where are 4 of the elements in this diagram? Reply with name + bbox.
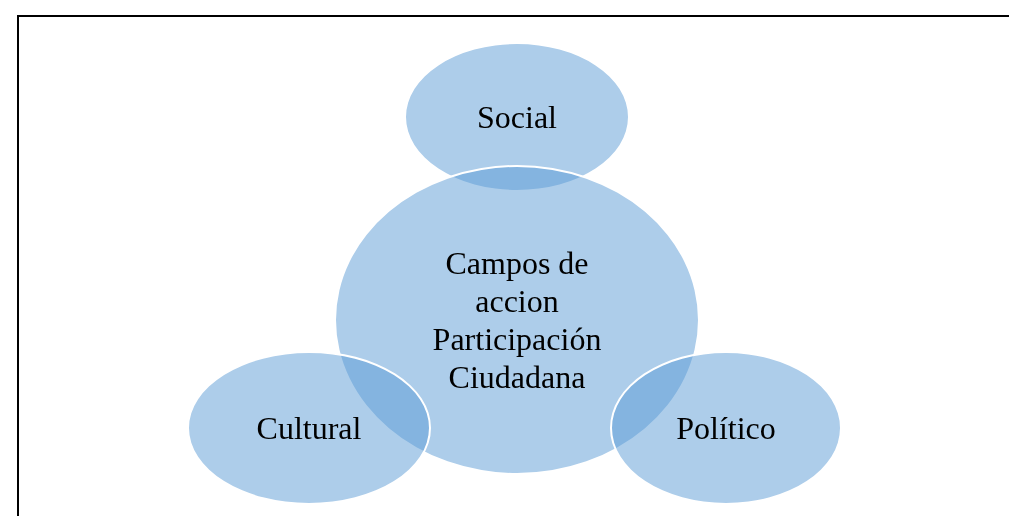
node-label: Social [477,98,557,136]
node-label: Político [676,409,776,447]
node-label: Campos de accion Participación Ciudadana [431,244,603,396]
node-label: Cultural [256,409,362,447]
